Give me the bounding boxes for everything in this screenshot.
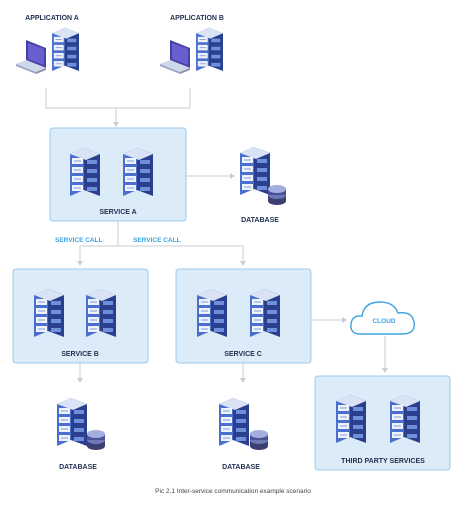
third-party-services-box[interactable] [314,375,451,471]
service-c-server-icon-1 [196,288,228,338]
database-a-server-icon [239,146,271,196]
application-a-laptop-icon [16,40,46,74]
application-a-label: APPLICATION A [25,15,79,22]
service-b-server-icon-1 [33,288,65,338]
service-call-right-label: SERVICE CALL [133,237,181,244]
service-a-server-icon-2 [122,147,154,197]
service-b-label: SERVICE B [61,351,99,358]
service-a-server-icon-1 [69,147,101,197]
cloud-icon[interactable] [350,301,415,335]
arrow-head-icon [77,378,83,383]
service-c-label: SERVICE C [224,351,262,358]
arrow-head-icon [77,261,83,266]
third-party-services-label: THIRD PARTY SERVICES [341,458,425,465]
third-party-server-icon-1 [335,394,367,444]
database-b-stack-icon [87,430,105,450]
arrow-head-icon [342,317,347,323]
cloud-label: CLOUD [372,318,395,325]
service-c-server-icon-2 [249,288,281,338]
arrow-head-icon [230,173,235,179]
connector-app-b [116,88,191,109]
arrow-head-icon [240,378,246,383]
service-b-box[interactable] [12,268,149,364]
service-a-label: SERVICE A [99,209,136,216]
application-b-server-icon [195,27,224,72]
application-a-server-icon [51,27,80,72]
service-c-box[interactable] [175,268,312,364]
database-b-server-icon [56,397,88,447]
third-party-server-icon-2 [389,394,421,444]
connector-app-a [45,88,116,109]
database-c-stack-icon [250,430,268,450]
database-a-stack-icon [268,185,286,205]
arrow-head-icon [113,122,119,127]
database-b-label: DATABASE [59,464,97,471]
service-b-server-icon-2 [85,288,117,338]
service-call-left-label: SERVICE CALL [55,237,103,244]
connector-service-call [79,221,119,262]
database-c-server-icon [218,397,250,447]
database-a-label: DATABASE [241,217,279,224]
figure-caption: Pic 2.1 Inter-service communication exam… [155,488,311,495]
application-b-laptop-icon [160,40,190,74]
arrow-head-icon [382,368,388,373]
connector-service-call [118,245,244,262]
arrow-head-icon [240,261,246,266]
database-c-label: DATABASE [222,464,260,471]
application-b-label: APPLICATION B [170,15,224,22]
